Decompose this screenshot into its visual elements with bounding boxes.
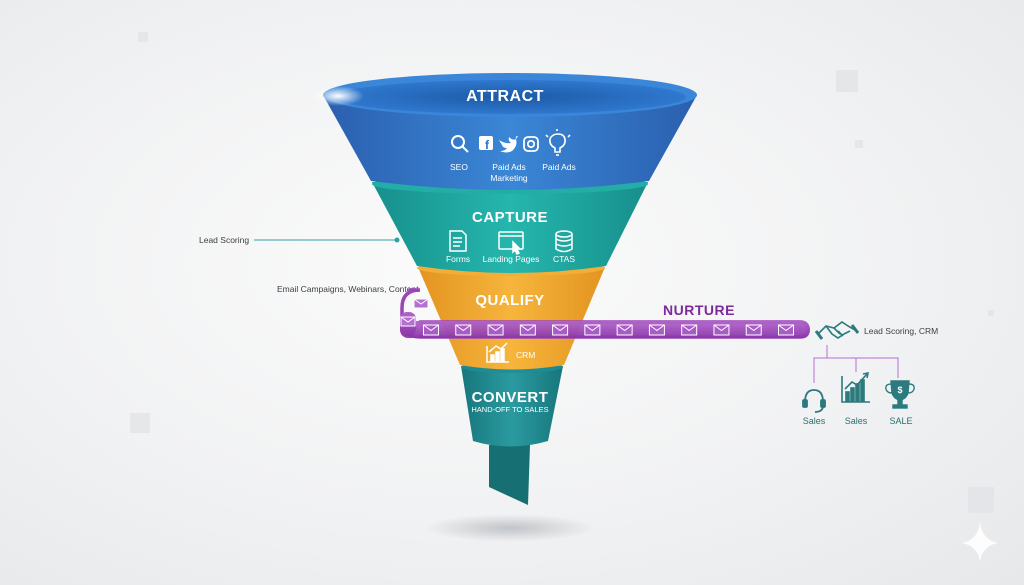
capture-title: CAPTURE: [472, 209, 548, 226]
tier-qualify: [418, 267, 605, 370]
tier-convert: [461, 366, 563, 447]
sparkle-icon: [962, 522, 998, 562]
instagram-icon: [523, 136, 539, 152]
envelope-icon: [584, 324, 601, 336]
nurture-envelopes: [423, 324, 794, 336]
tier-capture: [372, 182, 648, 273]
tier-attract: [323, 95, 697, 190]
rim-glow: [312, 86, 364, 106]
lead-scoring-callout: Lead Scoring: [199, 235, 400, 245]
envelope-icon: [778, 324, 794, 336]
envelope-icon: [713, 324, 730, 336]
background-decor: [130, 32, 994, 513]
sales-label-1: Sales: [803, 416, 826, 426]
envelope-icon: [616, 324, 633, 336]
database-icon: [555, 230, 573, 253]
trophy-icon: $: [885, 380, 915, 409]
envelope-icon: [519, 324, 536, 336]
attract-label-seo: SEO: [450, 162, 468, 172]
nurture-title: NURTURE: [663, 302, 735, 318]
lead-scoring-label: Lead Scoring: [199, 235, 249, 245]
envelope-icon: [648, 324, 665, 336]
headset-icon: [802, 389, 826, 413]
envelope-icon: [455, 324, 472, 336]
nurture-right-label: Lead Scoring, CRM: [864, 326, 938, 336]
capture-label-forms: Forms: [446, 254, 470, 264]
capture-label-landing-pages: Landing Pages: [483, 254, 540, 264]
attract-title: ATTRACT: [466, 88, 544, 105]
svg-text:f: f: [485, 138, 490, 152]
qualify-label-crm: CRM: [516, 350, 535, 360]
envelope-icon: [681, 324, 698, 336]
twitter-icon: [499, 136, 518, 153]
envelope-icon: [487, 324, 504, 336]
funnel-spout: [489, 445, 530, 505]
convert-subtitle: HAND-OFF TO SALES: [471, 405, 548, 414]
landing-page-icon: [498, 231, 524, 256]
form-icon: [449, 230, 467, 252]
search-icon: [451, 135, 469, 153]
sales-label-2: Sales: [845, 416, 868, 426]
attract-label-paid-ads: Paid Ads: [492, 162, 526, 172]
sales-connectors: [813, 345, 899, 383]
growth-chart-icon: [841, 371, 870, 403]
chart-icon: [486, 342, 509, 363]
email-campaigns-label: Email Campaigns, Webinars, Content: [277, 284, 419, 294]
envelope-icon: [423, 324, 439, 336]
svg-text:$: $: [897, 385, 902, 395]
pipe-envelope-top: [413, 298, 429, 309]
handshake-icon: [814, 321, 860, 340]
facebook-icon: f: [479, 136, 493, 152]
lightbulb-icon: [545, 129, 571, 156]
attract-label-marketing: Marketing: [490, 173, 528, 183]
envelope-icon: [552, 324, 569, 336]
envelope-icon: [745, 324, 762, 336]
qualify-title: QUALIFY: [475, 292, 544, 309]
sales-label-3: SALE: [889, 416, 912, 426]
pipe-envelope-left: [400, 316, 416, 327]
capture-label-ctas: CTAS: [553, 254, 575, 264]
convert-title: CONVERT: [472, 389, 549, 406]
funnel-shadow: [425, 514, 595, 542]
attract-label-paid-ads-2: Paid Ads: [542, 162, 576, 172]
